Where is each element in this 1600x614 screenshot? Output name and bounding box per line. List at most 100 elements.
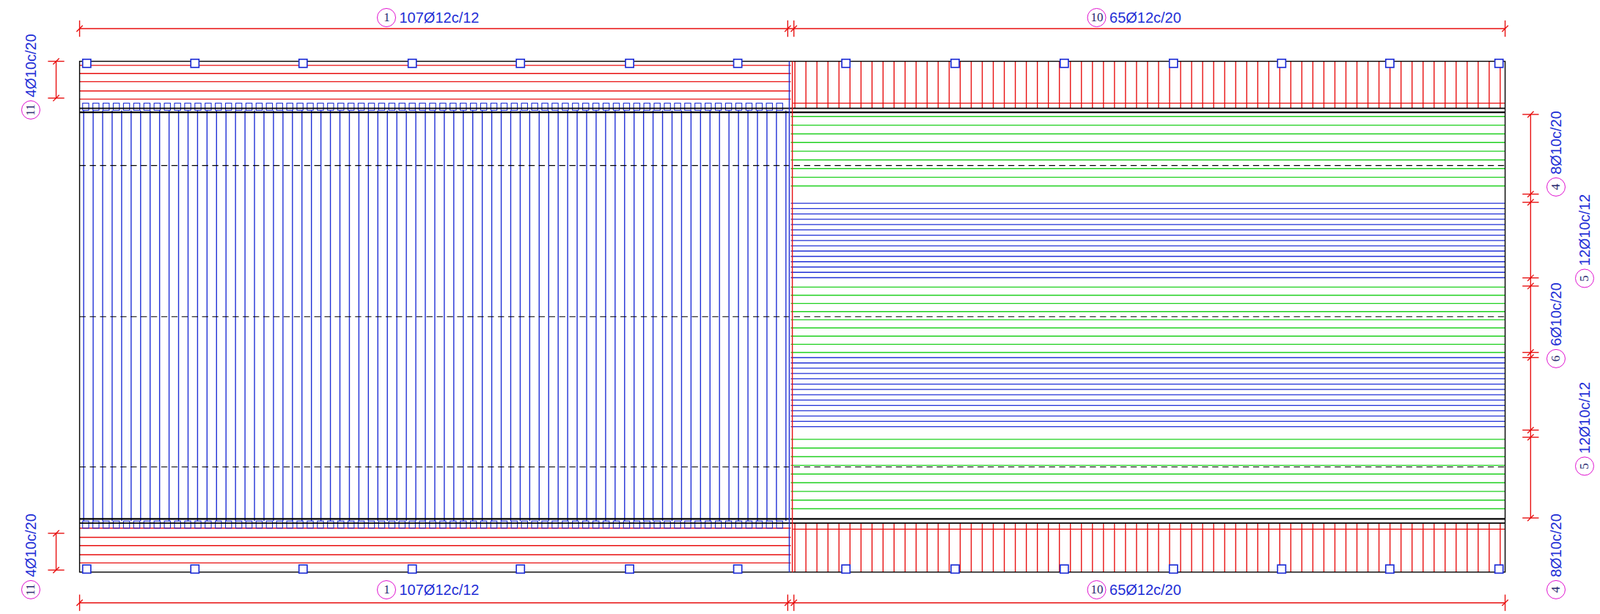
rebar-line: [1400, 61, 1402, 109]
outline: [450, 103, 457, 111]
rebar-line: [52, 530, 59, 537]
outline: [82, 520, 89, 528]
outline: [776, 103, 783, 111]
rebar-line: [1334, 522, 1336, 572]
outline: [734, 59, 743, 68]
rebar-line: [576, 109, 578, 521]
rebar-line: [1527, 349, 1534, 355]
rebar-line: [443, 109, 445, 521]
rebar-line: [992, 61, 994, 109]
outline: [439, 103, 446, 111]
rebar-line: [79, 554, 792, 556]
rebar-line: [310, 109, 312, 521]
rebar-line: [79, 64, 792, 66]
rebar-line: [756, 109, 758, 521]
rebar-line: [790, 25, 797, 32]
rebar-line: [434, 109, 435, 521]
rebar-line: [791, 61, 793, 572]
bar-spec: 12Ø10c/12: [1576, 381, 1593, 455]
rebar-line: [1356, 522, 1358, 572]
rebar-line: [926, 522, 928, 572]
rebar-line: [790, 378, 1505, 380]
outline: [745, 103, 752, 111]
rebar-line: [1323, 522, 1325, 572]
outline: [388, 520, 395, 528]
outline: [714, 103, 721, 111]
rebar-line: [790, 310, 1505, 312]
bar-callout: 48Ø10c/20: [1546, 513, 1566, 600]
rebar-line: [790, 499, 1505, 501]
rebar-line: [1268, 61, 1270, 109]
outline: [82, 59, 91, 68]
rebar-line: [792, 102, 1505, 104]
rebar-line: [529, 109, 531, 521]
outline: [674, 520, 681, 528]
outline: [338, 520, 344, 528]
outline: [153, 103, 160, 111]
rebar-line: [904, 522, 906, 572]
callout-number: 1: [376, 8, 396, 28]
rebar-line: [368, 109, 369, 521]
outline: [470, 103, 477, 111]
outline: [266, 520, 273, 528]
rebar-line: [55, 61, 57, 99]
outline: [643, 103, 650, 111]
outline: [143, 520, 150, 528]
outline: [725, 103, 732, 111]
rebar-line: [149, 109, 151, 521]
rebar-line: [827, 522, 828, 572]
rebar-line: [282, 109, 284, 521]
rebar-line: [790, 393, 1505, 395]
outline: [184, 103, 191, 111]
rebar-line: [1400, 522, 1402, 572]
rebar-line: [1201, 61, 1203, 109]
outline: [174, 103, 181, 111]
outline: [623, 103, 630, 111]
outline: [776, 520, 783, 528]
outline: [705, 520, 712, 528]
rebar-line: [790, 176, 1505, 178]
rebar-line: [790, 159, 1505, 160]
outline: [602, 520, 609, 528]
rebar-line: [1168, 61, 1170, 109]
outline: [348, 103, 355, 111]
rebar-line: [1003, 61, 1005, 109]
outline: [103, 103, 110, 111]
callout-number: 10: [1087, 580, 1107, 600]
rebar-line: [790, 142, 1505, 143]
rebar-line: [1124, 522, 1126, 572]
bar-spec: 107Ø12c/12: [398, 581, 480, 598]
rebar-line: [849, 61, 850, 109]
rebar-line: [1257, 522, 1259, 572]
bar-callout: 114Ø10c/20: [21, 513, 41, 600]
outline: [664, 520, 671, 528]
rebar-line: [728, 109, 729, 521]
rebar-line: [790, 357, 1505, 358]
rebar-line: [159, 109, 160, 521]
rebar-line: [1135, 61, 1137, 109]
outline: [756, 520, 762, 528]
rebar-line: [206, 109, 208, 521]
rebar-line: [1113, 522, 1115, 572]
rebar-line: [76, 599, 83, 606]
outline: [299, 564, 308, 573]
rebar-line: [1190, 61, 1192, 109]
rebar-line: [1466, 522, 1468, 572]
rebar-line: [790, 372, 1505, 374]
rebar-line: [538, 109, 540, 521]
outline: [552, 520, 559, 528]
outline: [516, 564, 525, 573]
rebar-line: [1201, 522, 1203, 572]
rebar-line: [55, 533, 57, 570]
bar-callout: 1065Ø12c/20: [1087, 580, 1183, 600]
rebar-line: [1157, 522, 1159, 572]
rebar-line: [805, 61, 806, 109]
rebar-line: [1389, 61, 1391, 109]
outline: [408, 59, 417, 68]
rebar-line: [472, 109, 473, 521]
outline: [317, 103, 324, 111]
rebar-line: [790, 185, 1505, 187]
outline: [500, 520, 507, 528]
outline: [625, 59, 634, 68]
